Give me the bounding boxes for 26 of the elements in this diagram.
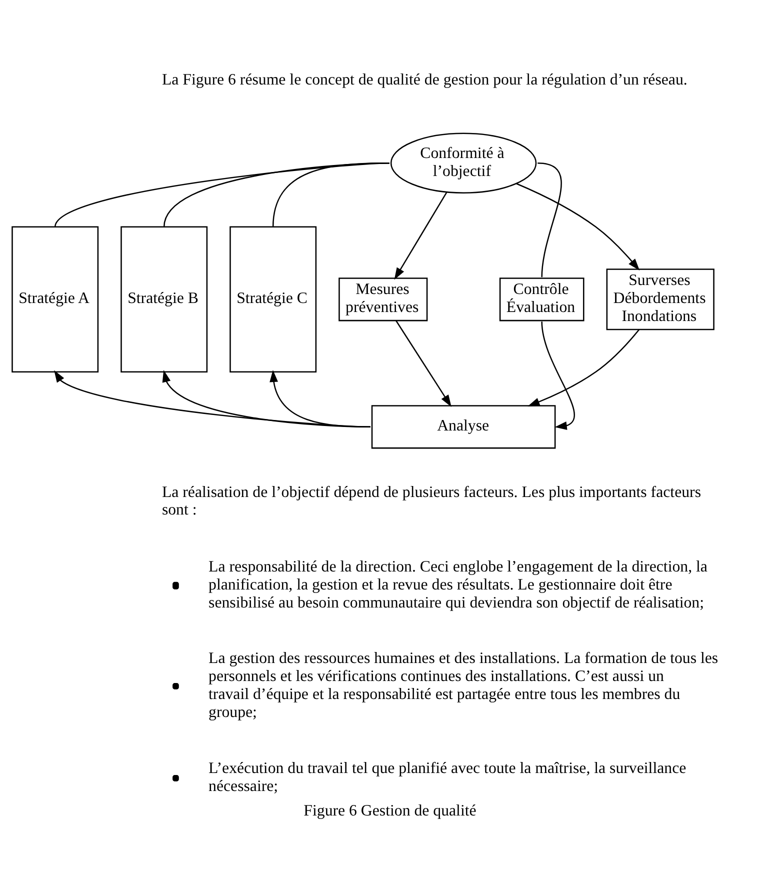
connector [163, 162, 390, 227]
connector [538, 162, 562, 277]
node-box: Surverses Débordements Inondations [606, 268, 714, 330]
arrow [162, 370, 370, 428]
node-box: Stratégie C [230, 226, 317, 372]
arrow [54, 370, 370, 428]
node-box: Analyse [371, 404, 556, 448]
connector [54, 162, 390, 227]
label: L’exécution du travail tel que planifié avec toute la maîtrise, la surveillance nécessaire; [208, 759, 686, 794]
node-box: Mesures préventives [338, 277, 428, 321]
arrow [541, 321, 575, 430]
node-box: Contrôle Évaluation [499, 277, 584, 321]
label: La réalisation de l’objectif dépend de plusieurs facteurs. Les plus importants facteurs sont : [162, 483, 702, 518]
node-box: Stratégie B [120, 226, 208, 372]
node-box: Stratégie A [12, 226, 99, 372]
caption: Figure 6 Gestion de qualité [304, 802, 476, 819]
arrow [396, 320, 452, 406]
arrow [528, 328, 640, 406]
arrow [516, 182, 640, 270]
label: La Figure 6 résume le concept de qualité de gestion pour la régulation d’un réseau. [162, 71, 688, 88]
label: La gestion des ressources humaines et des installations. La formation de tous les personnels et les vérifications continues des installations. C’est aussi un travail d’équipe et la responsabilité est partagée entre tous les membres du groupe; [208, 649, 718, 720]
label: La responsabilité de la direction. Ceci englobe l’engagement de la direction, la planification, la gestion et la revue des résultats. Le gestionnaire doit être sensibilisé au besoin communautaire qui deviendra son objectif de réalisation; [208, 558, 708, 611]
connector [272, 162, 390, 226]
node-ellipse: Conformité à l’objectif [390, 132, 537, 193]
arrow [394, 191, 448, 280]
arrow [270, 369, 370, 428]
